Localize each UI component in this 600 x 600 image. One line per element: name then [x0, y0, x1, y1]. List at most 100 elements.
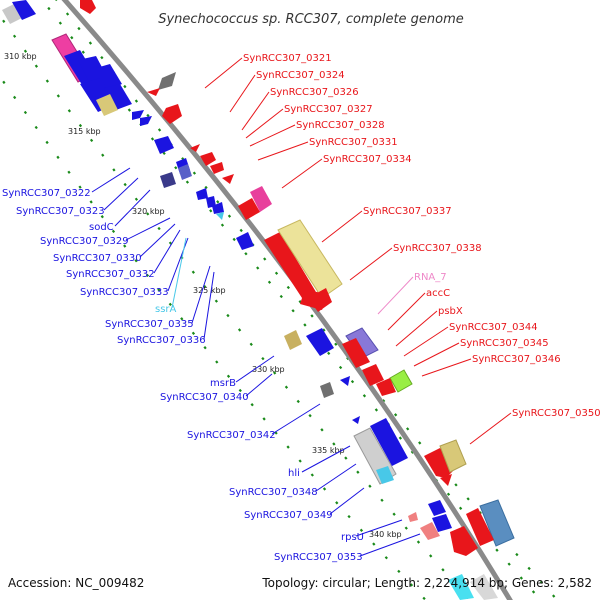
tick-330-kbp: 330 kbp	[252, 365, 285, 374]
gene-label[interactable]: SynRCC307_0332	[66, 269, 155, 280]
gene-label[interactable]: sodC	[89, 222, 114, 233]
gene-label[interactable]: SynRCC307_0349	[244, 510, 333, 521]
gene-label[interactable]: rpsU	[341, 532, 364, 543]
gene-feature	[340, 376, 350, 386]
gene-feature	[238, 198, 260, 220]
map-title: Synechococcus sp. RCC307, complete genom…	[158, 12, 464, 27]
gene-feature	[362, 364, 384, 386]
gene-feature	[222, 174, 234, 184]
gene-feature	[466, 508, 494, 546]
gene-feature	[352, 416, 360, 424]
track-guide-inner-2	[0, 74, 428, 600]
gene-label[interactable]: accC	[426, 288, 450, 299]
gene-feature	[376, 466, 394, 484]
track-guide-outer-2	[40, 0, 543, 600]
gene-label[interactable]: SynRCC307_0348	[229, 487, 318, 498]
track-guides	[0, 0, 559, 600]
gene-feature	[432, 514, 452, 532]
gene-feature	[470, 574, 498, 600]
gene-label[interactable]: SynRCC307_0335	[105, 319, 194, 330]
gene-label[interactable]: SynRCC307_0329	[40, 236, 129, 247]
gene-label[interactable]: SynRCC307_0345	[460, 338, 549, 349]
tick-labels: 310 kbp 315 kbp 320 kbp 325 kbp 330 kbp …	[4, 52, 402, 539]
left-leaders	[91, 167, 421, 557]
gene-feature	[342, 338, 370, 368]
gene-label[interactable]: SynRCC307_0344	[449, 322, 538, 333]
tick-340-kbp: 340 kbp	[369, 530, 402, 539]
gene-feature	[80, 0, 96, 14]
gene-label[interactable]: SynRCC307_0323	[16, 206, 105, 217]
gene-feature	[140, 116, 152, 126]
gene-feature	[96, 94, 118, 116]
gene-feature	[264, 232, 330, 310]
gene-label[interactable]: SynRCC307_0324	[256, 70, 345, 81]
gene-feature	[212, 202, 224, 214]
right-leaders	[204, 57, 512, 445]
gene-label[interactable]: SynRCC307_0334	[323, 154, 412, 165]
accession-text: Accession: NC_009482	[8, 576, 144, 590]
gene-feature	[2, 4, 22, 24]
gene-feature	[284, 330, 302, 350]
ssra-leader	[171, 237, 187, 309]
gene-label[interactable]: SynRCC307_0330	[53, 253, 142, 264]
gene-feature	[428, 500, 446, 516]
gene-label[interactable]: SynRCC307_0328	[296, 120, 385, 131]
reverse-features	[2, 0, 474, 600]
gene-label[interactable]: SynRCC307_0336	[117, 335, 206, 346]
tick-325-kbp: 325 kbp	[193, 286, 226, 295]
gene-feature	[216, 212, 224, 220]
gene-feature	[78, 56, 112, 92]
gene-feature	[236, 232, 254, 250]
gene-feature	[479, 499, 515, 547]
gene-feature	[12, 0, 36, 20]
gene-feature	[439, 439, 467, 473]
gene-feature	[320, 382, 334, 398]
gene-feature	[158, 72, 176, 90]
gene-feature	[206, 196, 216, 208]
gene-feature	[440, 474, 452, 486]
gene-feature	[162, 104, 182, 124]
tick-315-kbp: 315 kbp	[68, 127, 101, 136]
gene-feature	[96, 64, 122, 90]
gene-label[interactable]: SynRCC307_0342	[187, 430, 276, 441]
right-labels: SynRCC307_0321 SynRCC307_0324 SynRCC307_…	[243, 53, 600, 419]
left-labels: SynRCC307_0322 SynRCC307_0323 sodC SynRC…	[2, 188, 364, 563]
gene-label[interactable]: SynRCC307_0333	[80, 287, 169, 298]
gene-feature	[210, 162, 224, 174]
gene-feature	[178, 164, 192, 180]
gene-label[interactable]: SynRCC307_0322	[2, 188, 91, 199]
gene-label[interactable]: SynRCC307_0350	[512, 408, 600, 419]
gene-label[interactable]: SynRCC307_0340	[160, 392, 249, 403]
gene-label[interactable]: SynRCC307_0331	[309, 137, 398, 148]
gene-label[interactable]: SynRCC307_0337	[363, 206, 452, 217]
gene-feature	[104, 84, 132, 110]
gene-feature	[389, 369, 413, 393]
tick-310-kbp: 310 kbp	[4, 52, 37, 61]
rna-leader	[377, 276, 414, 315]
gene-feature	[154, 136, 174, 154]
gene-feature	[370, 418, 408, 466]
gene-feature	[160, 172, 176, 188]
gene-label[interactable]: SynRCC307_0346	[472, 354, 561, 365]
gene-label[interactable]: hli	[288, 468, 300, 479]
gene-label[interactable]: SynRCC307_0326	[270, 87, 359, 98]
gene-feature	[306, 328, 334, 356]
gene-feature	[132, 110, 144, 120]
gene-feature	[408, 512, 418, 522]
gene-feature	[200, 152, 216, 166]
gene-feature	[277, 219, 343, 299]
tick-320-kbp: 320 kbp	[132, 207, 165, 216]
gene-label[interactable]: RNA_7	[414, 272, 447, 283]
gene-label[interactable]: msrB	[210, 378, 236, 389]
gene-label[interactable]: SynRCC307_0338	[393, 243, 482, 254]
gene-label[interactable]: SynRCC307_0353	[274, 552, 363, 563]
gene-label[interactable]: SynRCC307_0327	[284, 104, 373, 115]
gene-feature	[147, 88, 160, 96]
gene-label[interactable]: ssrA	[155, 304, 177, 315]
gene-feature	[196, 188, 208, 200]
gene-label[interactable]: psbX	[438, 306, 463, 317]
gene-label[interactable]: SynRCC307_0321	[243, 53, 332, 64]
gene-feature	[450, 526, 478, 556]
